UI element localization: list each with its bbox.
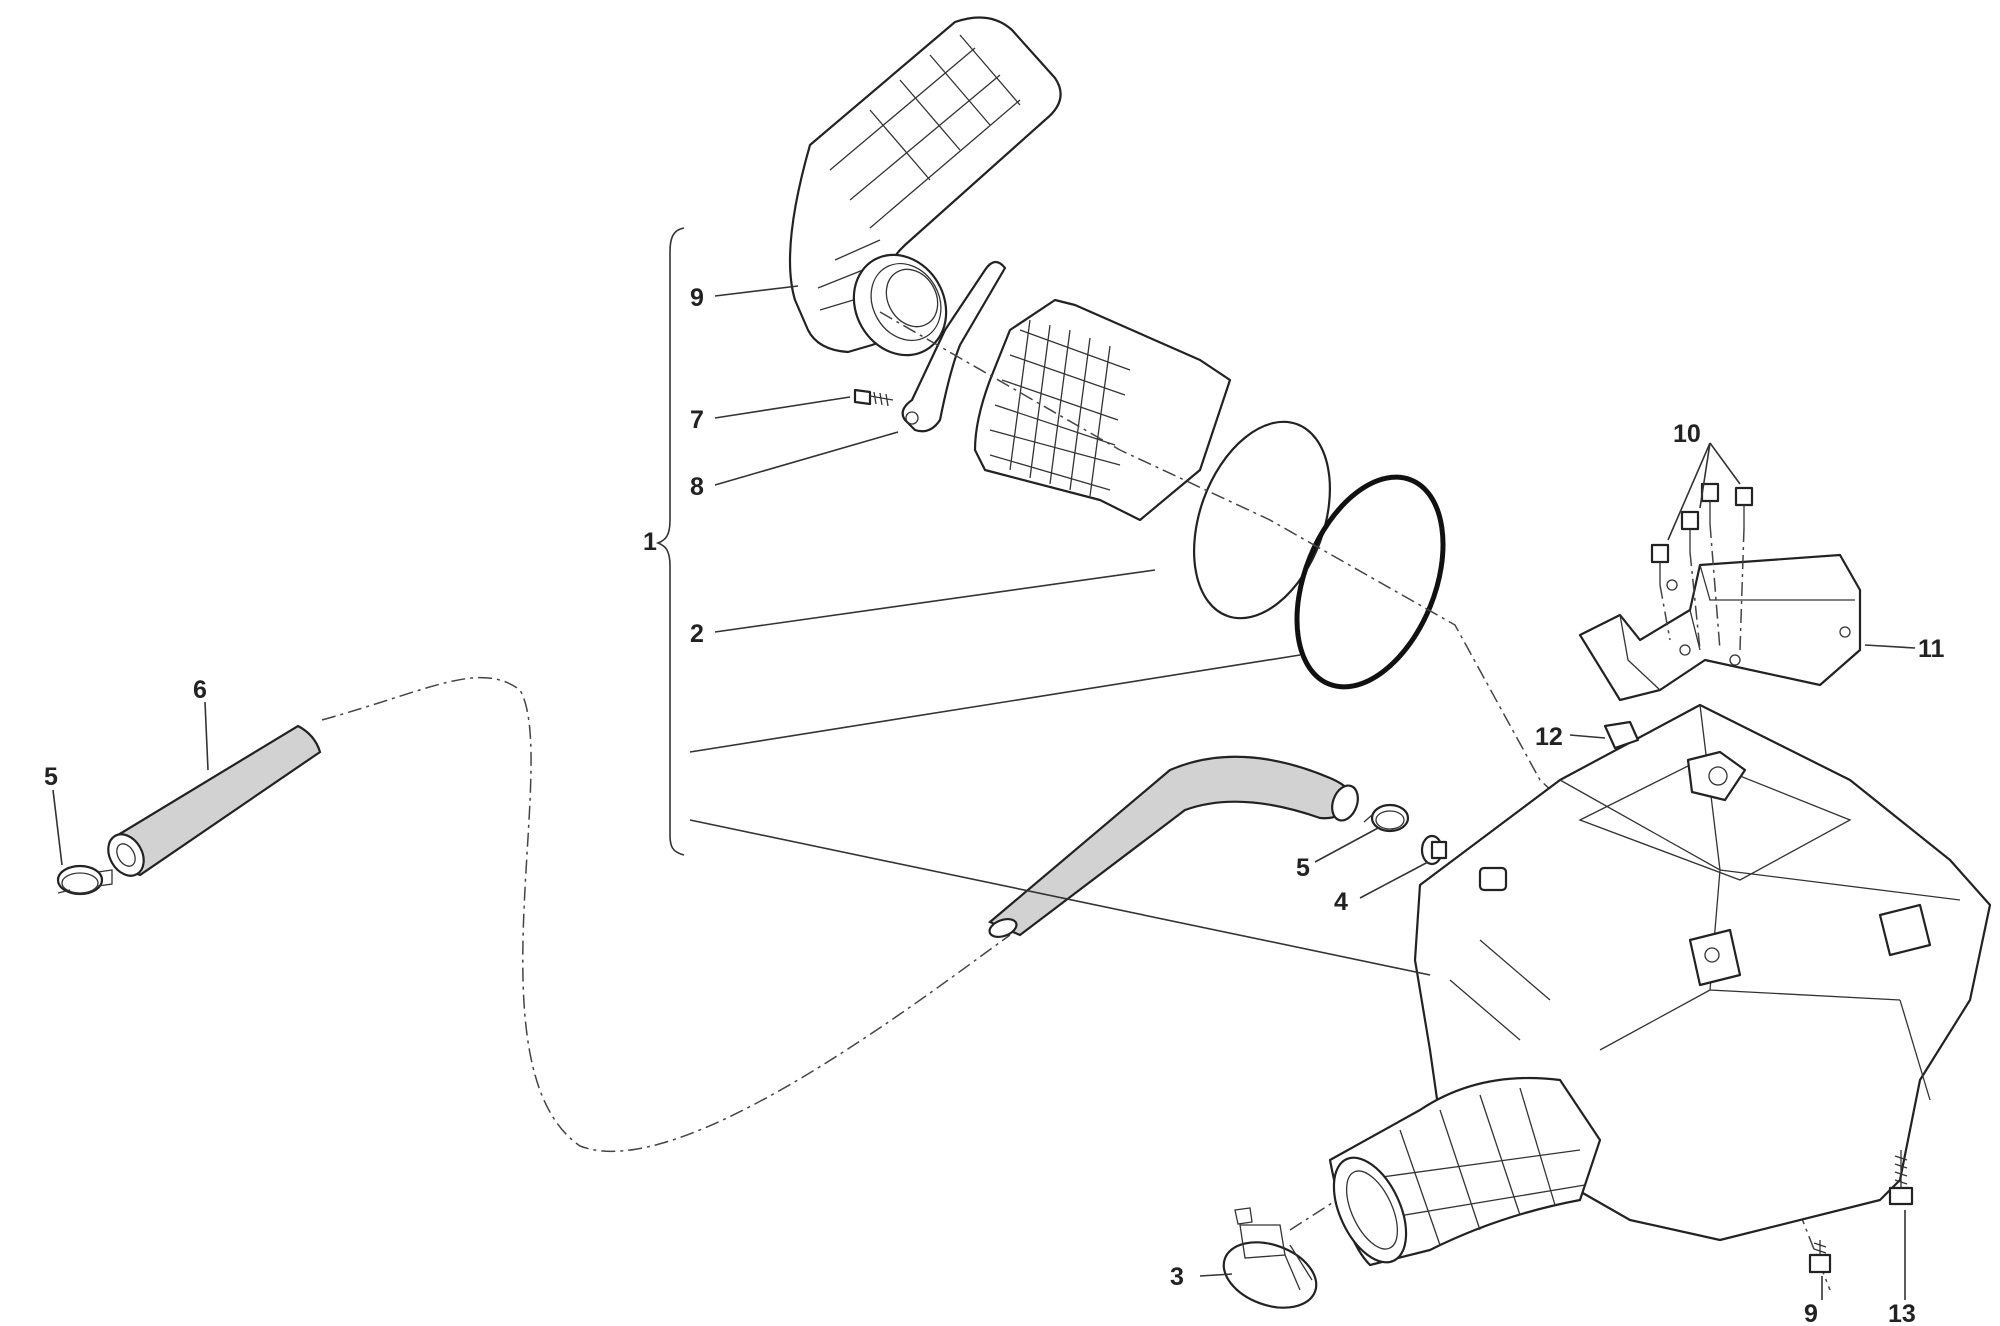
callout-3: 3 [1170,1263,1184,1291]
callout-10: 9 [1804,1300,1818,1326]
callout-8: 8 [690,473,704,501]
filter-centerline [879,311,1571,809]
clamp-plate [901,260,1007,433]
callout-11: 10 [1673,420,1701,448]
small-hose [107,724,322,877]
assembly-bracket [655,227,685,856]
callout-12: 11 [1918,635,1945,663]
breather-hose [987,755,1359,939]
clamp-centerline [1289,1184,1361,1231]
flange-bolts [1650,482,1754,651]
worm-drive-clamp [1222,1207,1318,1309]
callout-5-right: 5 [1296,854,1310,882]
outlet-boot [1328,1076,1602,1267]
intake-elbow-duct [788,16,1062,357]
hose-clamp-left [56,864,113,896]
callout-2: 2 [690,620,704,648]
callout-6: 6 [193,676,207,704]
fitting [1420,834,1448,866]
callout-13: 12 [1535,723,1563,751]
callout-1: 1 [643,528,657,556]
mounting-bracket [1578,553,1862,702]
bolt-10 [1808,1240,1832,1274]
air-filter-element [973,298,1332,620]
hose-clamp-right [1363,803,1410,833]
bolt-centerline [1719,1009,1831,1291]
hose-centerline [321,676,1011,1153]
callout-5-left: 5 [44,763,58,791]
callout-4: 4 [1334,888,1348,916]
clip-nut [1603,720,1640,750]
callout-7: 7 [690,406,704,434]
leader-lines [52,285,1916,1300]
screw [853,388,894,407]
bolt-14 [1888,1150,1914,1206]
o-ring-seal [1294,474,1446,690]
callout-14: 13 [1888,1300,1916,1326]
callout-9: 9 [690,284,704,312]
